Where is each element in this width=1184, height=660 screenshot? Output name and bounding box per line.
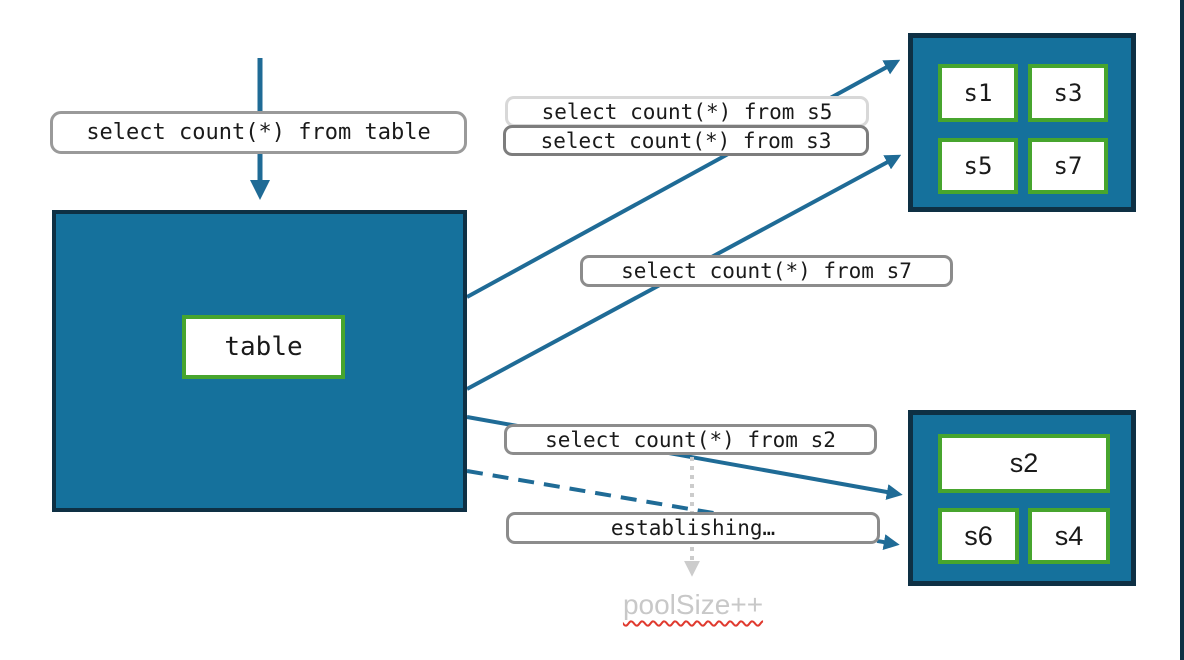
arrow-establishing-connection-dashed [466, 469, 900, 551]
query-label-from-s3: select count(*) from s3 [503, 125, 869, 156]
slide-edge-strip [1180, 0, 1184, 660]
status-label-establishing: establishing… [506, 512, 880, 544]
query-label-from-s5: select count(*) from s5 [505, 96, 869, 127]
query-label-from-s7: select count(*) from s7 [580, 255, 953, 287]
shard-s1: s1 [938, 64, 1018, 122]
shard-group-bottom: s2 s6 s4 [908, 410, 1136, 586]
shard-s4: s4 [1028, 508, 1110, 564]
shard-s3: s3 [1028, 64, 1108, 122]
shard-s5: s5 [938, 138, 1018, 194]
table-label-box: table [182, 315, 345, 379]
shard-s2: s2 [938, 434, 1110, 493]
shard-group-top: s1 s3 s5 s7 [908, 33, 1136, 212]
shard-s6: s6 [938, 508, 1019, 564]
poolsize-note: poolSize++ [622, 589, 764, 620]
query-label-from-s2: select count(*) from s2 [504, 424, 877, 455]
query-label-from-table: select count(*) from table [50, 111, 467, 154]
shard-s7: s7 [1028, 138, 1108, 194]
source-table-container: table [52, 210, 467, 512]
